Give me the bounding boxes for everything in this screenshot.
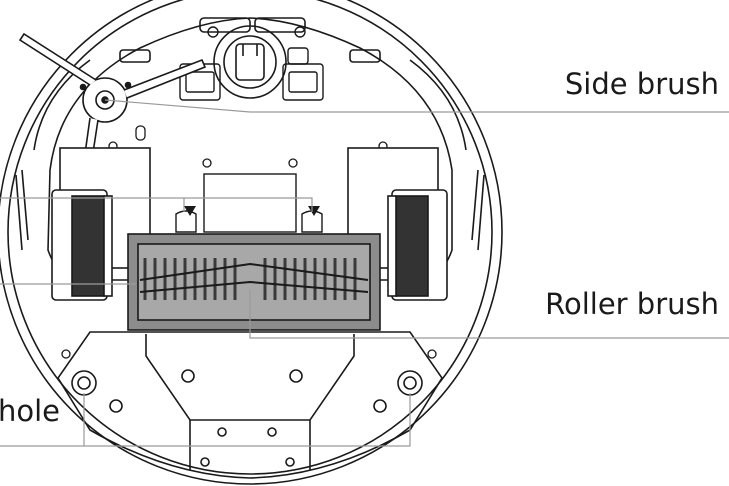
leader-lines [0, 99, 729, 447]
bottom-panel [57, 331, 443, 479]
hole-label: hole [0, 394, 61, 428]
roller-brush-label: Roller brush [545, 287, 719, 321]
caster-wheel [213, 25, 287, 99]
hole-leader [0, 393, 411, 447]
roller-cover-latches [175, 173, 323, 233]
cliff-sensors-top [179, 26, 324, 101]
side-brush-leader [104, 99, 729, 113]
left-edge-leader-1 [0, 197, 313, 212]
roller-brush-leader [249, 290, 729, 339]
drain-holes [71, 370, 423, 396]
drive-wheel-right [347, 147, 448, 301]
side-brush-label: Side brush [564, 67, 719, 101]
drive-wheel-left [51, 147, 151, 301]
roller-brush [127, 233, 381, 331]
